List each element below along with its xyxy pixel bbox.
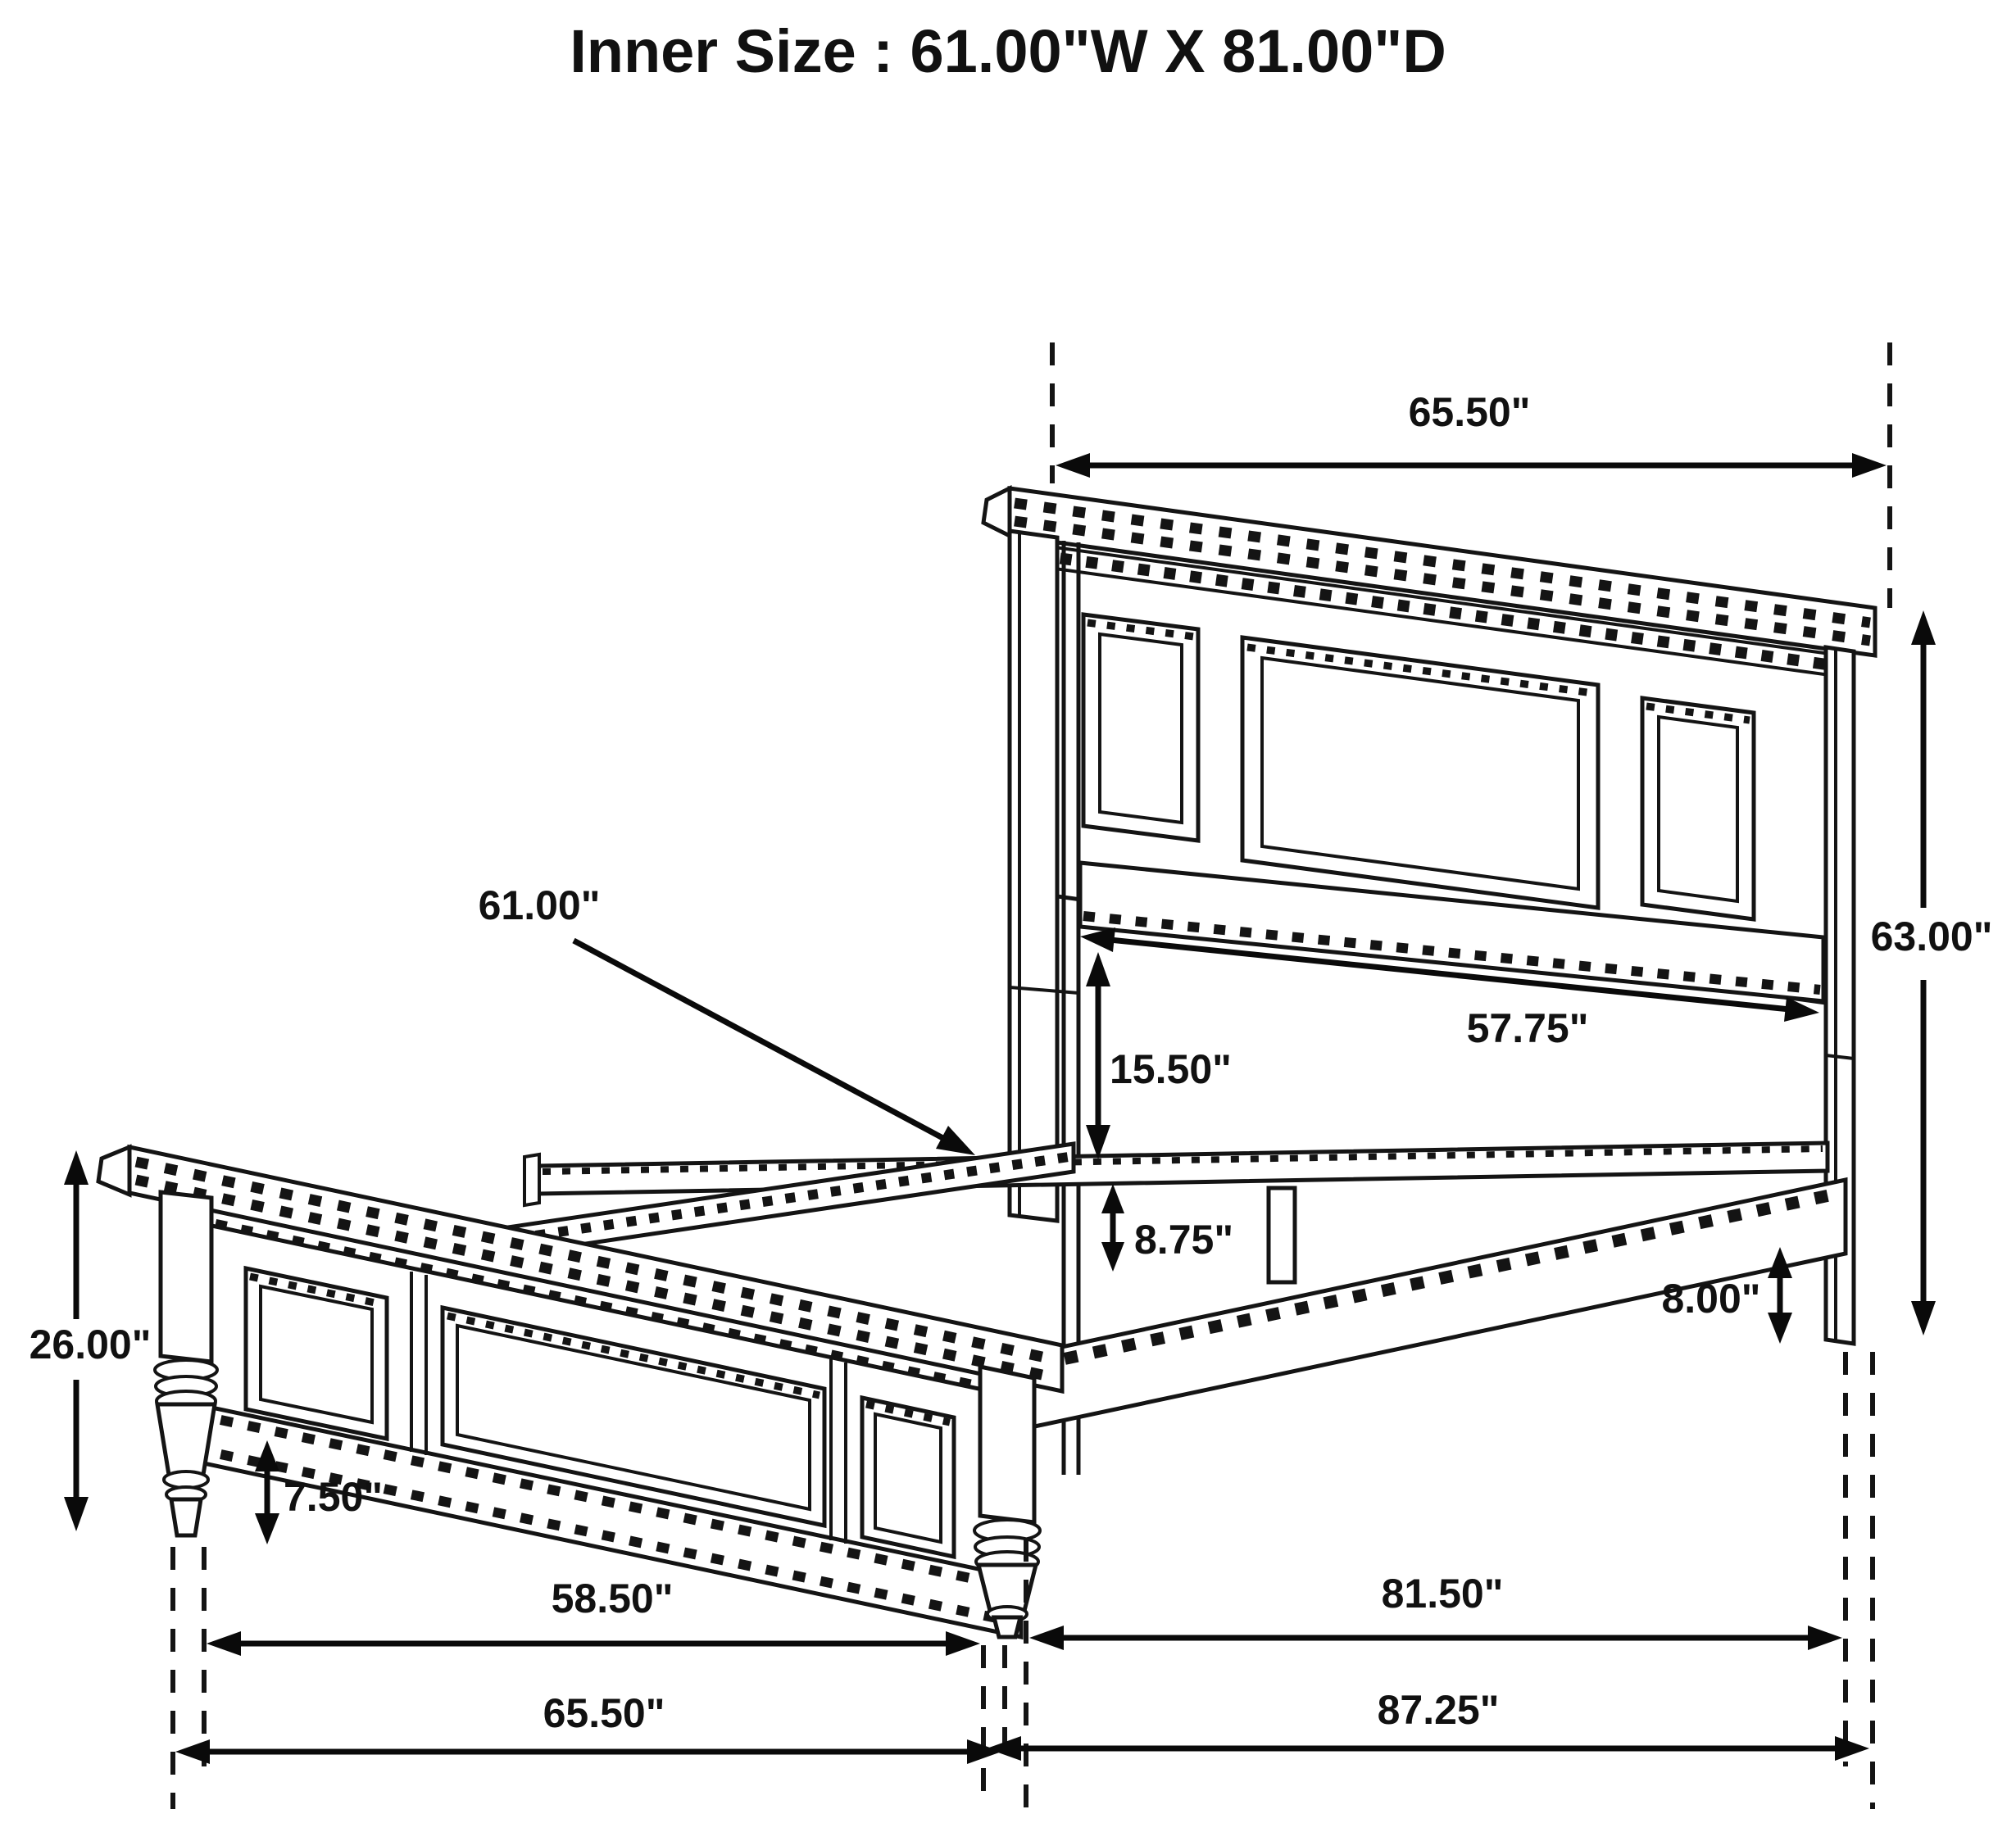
dim-headboard-inner-width: 57.75": [1080, 927, 1819, 1051]
dim-overall-length: 87.25": [987, 1687, 1869, 1761]
headboard: [981, 484, 1878, 1475]
dim-footboard-leg-height: 7.50": [255, 1440, 383, 1544]
headboard-crown-end: [981, 484, 1012, 540]
dim-inner-width: 61.00": [479, 882, 975, 1155]
crown-under-hatch: [1033, 549, 1851, 673]
cap-hatch-2: [134, 1174, 1059, 1384]
center-rail-cleat: [523, 1152, 541, 1208]
dim-slat-height: 8.75": [1101, 1184, 1233, 1272]
dim-label-slat-height: 8.75": [1134, 1217, 1233, 1263]
bottom-rail-hatch: [1083, 911, 1821, 995]
dim-label-headboard-width: 65.50": [1409, 389, 1531, 435]
dim-label-rail-top-to-slat: 15.50": [1110, 1046, 1232, 1092]
dim-label-footboard-inner-width: 58.50": [552, 1576, 674, 1621]
dim-label-footboard-leg-height: 7.50": [284, 1474, 383, 1520]
footboard-left-leg: [153, 1190, 219, 1538]
headboard-panel-right: [1640, 696, 1756, 922]
headboard-panel-left: [1081, 612, 1201, 843]
dim-headboard-width: 65.50": [1056, 389, 1887, 478]
page-title: Inner Size : 61.00"W X 81.00"D: [570, 17, 1446, 85]
headboard-panel-center: [1240, 635, 1601, 910]
headboard-left-post: [1007, 528, 1081, 1475]
footboard-panel-center: [440, 1304, 827, 1529]
dim-footboard-inner-width: 58.50": [207, 1576, 980, 1656]
footboard-panel-left: [243, 1265, 389, 1442]
dim-rail-top-to-slat: 15.50": [1086, 952, 1232, 1159]
footboard-cap-end: [96, 1144, 132, 1198]
dim-label-inner-width: 61.00": [479, 882, 601, 928]
dim-label-rail-floor-clearance: 8.00": [1661, 1276, 1760, 1322]
extension-dashed-lines: [170, 342, 1892, 1809]
footboard-rail-hatch-2: [192, 1444, 1018, 1627]
dim-label-inner-length: 81.50": [1382, 1571, 1504, 1617]
dim-label-footboard-width: 65.50": [543, 1690, 665, 1736]
dim-rail-floor-clearance: 8.00": [1661, 1247, 1792, 1344]
footboard-right-leg: [973, 1363, 1042, 1639]
crown-hatch-2: [1014, 515, 1871, 646]
footboard-bottom-rail-top: [188, 1400, 1022, 1580]
dim-footboard-width: 65.50": [175, 1690, 1001, 1764]
footboard: [96, 1144, 1065, 1640]
dim-label-footboard-height: 26.00": [30, 1322, 152, 1367]
cap-hatch-1: [134, 1156, 1059, 1366]
dim-label-headboard-inner-width: 57.75": [1467, 1005, 1589, 1051]
dim-footboard-height: 26.00": [30, 1150, 152, 1531]
dim-label-headboard-height: 63.00": [1871, 914, 1993, 959]
center-support-leg: [1266, 1186, 1297, 1285]
dim-label-overall-length: 87.25": [1378, 1687, 1500, 1733]
dim-headboard-height: 63.00": [1871, 610, 1993, 1335]
footboard-panel-right: [860, 1394, 956, 1560]
crown-hatch-1: [1014, 497, 1871, 628]
dim-inner-length: 81.50": [1029, 1571, 1842, 1650]
footboard-rail-hatch-1: [192, 1409, 1018, 1593]
